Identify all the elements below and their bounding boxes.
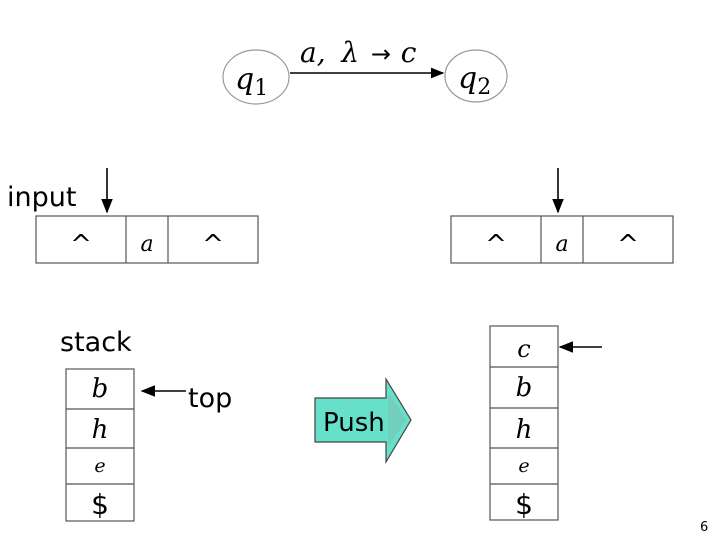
push-arrow: Push: [314, 376, 412, 465]
stack-cell: $: [515, 488, 533, 521]
state-q2-label: q2: [458, 61, 491, 100]
stack-frame: [489, 325, 559, 521]
stack-cell: b: [92, 374, 109, 404]
push-arrow-shadow: [388, 392, 406, 447]
stack-before: b h e $: [65, 368, 135, 522]
stack-label: stack: [60, 327, 132, 358]
stack-cell: h: [516, 415, 533, 445]
stack-cell: e: [518, 455, 529, 477]
state-q1-circle: [222, 49, 290, 105]
top-label: top: [188, 383, 232, 414]
tape-cell: ^: [485, 230, 507, 260]
input-tape-before: ^ a ^: [35, 215, 259, 264]
stack-cell: h: [92, 415, 109, 445]
tape-cell: ^: [202, 230, 224, 260]
stack-after: c b h e $: [489, 325, 559, 521]
transition-label: a, λ → c: [300, 36, 417, 69]
tape-cell: a: [555, 232, 568, 257]
push-arrow-shape: [314, 376, 412, 465]
state-q1-label: q1: [235, 62, 268, 101]
input-tape-after: ^ a ^: [450, 215, 674, 264]
input-label: input: [7, 182, 76, 213]
tape-cell: a: [140, 232, 153, 257]
page-number: 6: [700, 520, 708, 535]
tape-cell: ^: [617, 230, 639, 260]
tape-frame: [450, 215, 674, 264]
tape-cell: ^: [70, 230, 92, 260]
tape-frame: [35, 215, 259, 264]
stack-cell: e: [94, 455, 105, 477]
stack-cell: $: [91, 488, 109, 521]
state-q2-circle: [444, 49, 508, 103]
stack-frame: [65, 368, 135, 522]
stack-cell: b: [516, 373, 533, 403]
state-q2: q2: [444, 49, 508, 103]
push-label: Push: [323, 408, 385, 438]
stack-cell: c: [517, 335, 530, 363]
state-q1: q1: [222, 49, 290, 105]
